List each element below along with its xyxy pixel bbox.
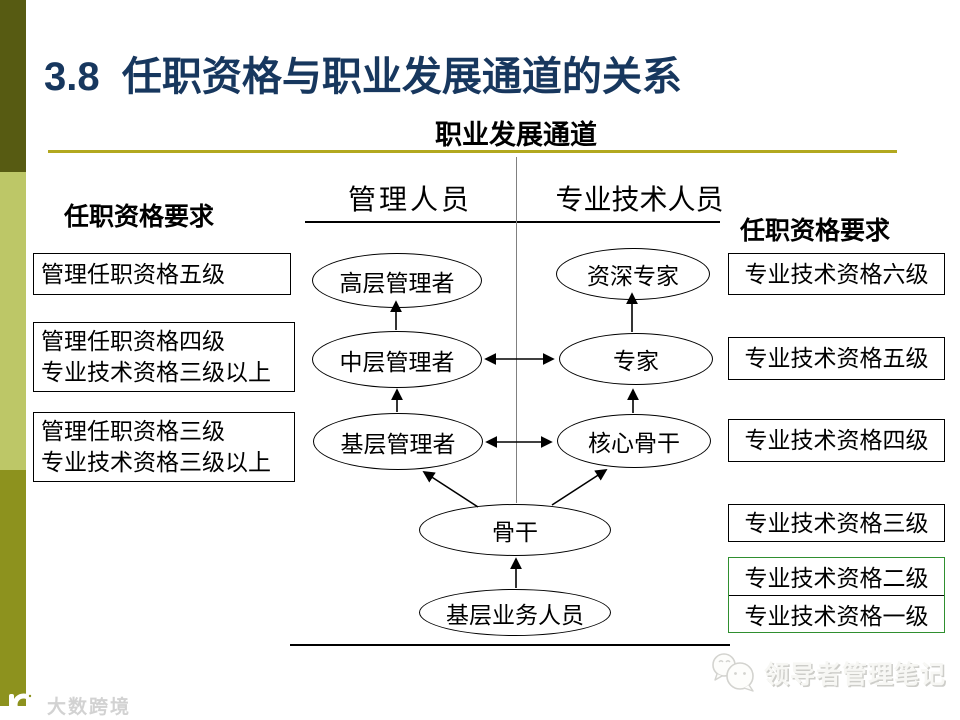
right-req-box-label: 专业技术资格三级 — [744, 509, 929, 536]
node-senior-manager: 高层管理者 — [312, 253, 482, 308]
right-req-box-label: 专业技术资格四级 — [744, 427, 929, 453]
bottom-right-watermark: 领导者管理笔记 — [710, 652, 946, 694]
diagram-title: 职业发展通道 — [435, 120, 597, 150]
left-req-box-level5: 管理任职资格五级 — [33, 253, 291, 295]
leader-notes-watermark: 领导者管理笔记 — [764, 661, 947, 689]
left-req-box-line: 专业技术资格三级以上 — [41, 359, 271, 385]
left-req-box-line: 管理任职资格三级 — [41, 418, 225, 444]
column-heading-management: 管理人员 — [347, 184, 472, 215]
node-entry-staff: 基层业务人员 — [419, 589, 611, 636]
diagram-bottom-line — [290, 644, 730, 646]
column-heading-technical: 专业技术人员 — [555, 184, 724, 215]
left-requirements-label: 任职资格要求 — [64, 203, 215, 231]
node-backbone: 骨干 — [419, 504, 611, 556]
dashu-kuajing-watermark: 大数跨境 — [47, 697, 132, 718]
right-req-box-level6: 专业技术资格六级 — [728, 253, 945, 295]
left-req-box-line: 管理任职资格五级 — [41, 260, 225, 287]
left-req-box-level3: 管理任职资格三级 专业技术资格三级以上 — [33, 412, 295, 482]
right-req-box-level4: 专业技术资格四级 — [728, 419, 945, 462]
left-req-box-level4: 管理任职资格四级 专业技术资格三级以上 — [33, 322, 295, 392]
left-req-box-line: 管理任职资格四级 — [41, 328, 225, 354]
node-senior-expert: 资深专家 — [556, 248, 710, 300]
node-base-manager: 基层管理者 — [313, 413, 483, 470]
accent-bar-middle — [0, 172, 26, 470]
right-req-box-level2: 专业技术资格二级 — [729, 558, 944, 596]
column-divider-line — [516, 157, 517, 503]
right-req-box-level3: 专业技术资格三级 — [728, 504, 945, 542]
right-req-box-level1: 专业技术资格一级 — [744, 602, 929, 629]
column-heading-underline — [305, 221, 720, 223]
right-req-green-box: 专业技术资格二级 专业技术资格一级 — [728, 557, 945, 633]
right-req-box-label: 专业技术资格五级 — [744, 345, 929, 371]
right-req-box-label: 专业技术资格六级 — [744, 260, 929, 287]
node-core-backbone: 核心骨干 — [557, 414, 711, 468]
node-middle-manager: 中层管理者 — [312, 331, 482, 388]
right-req-box-level5: 专业技术资格五级 — [728, 337, 945, 380]
olive-divider-line — [48, 150, 897, 153]
wechat-bubbles-icon — [712, 653, 754, 692]
right-requirements-label: 任职资格要求 — [740, 217, 891, 245]
left-req-box-line: 专业技术资格三级以上 — [41, 449, 271, 475]
dashu-kuajing-logo-icon — [9, 691, 44, 716]
accent-bar-bottom — [0, 470, 26, 706]
slide-title: 3.8 任职资格与职业发展通道的关系 — [44, 55, 682, 99]
accent-bar-top — [0, 0, 26, 172]
node-expert: 专家 — [559, 333, 713, 385]
